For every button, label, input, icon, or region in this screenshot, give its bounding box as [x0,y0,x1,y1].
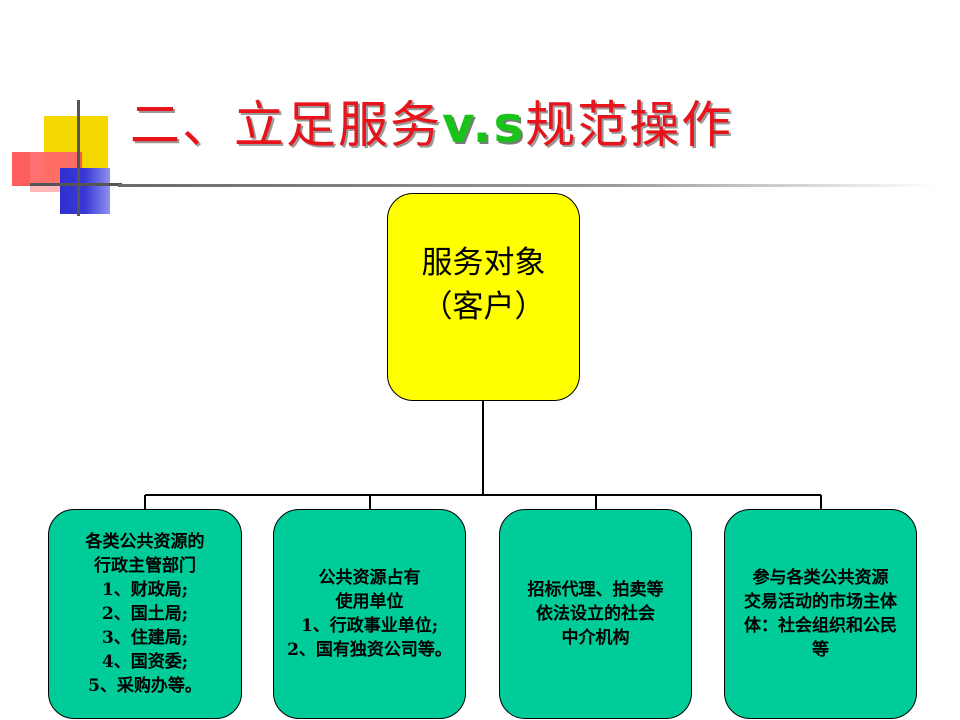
child-node-1: 各类公共资源的 行政主管部门 1、财政局; 2、国土局; 3、住建局; 4、国资… [48,509,242,719]
child-2-line-1: 公共资源占有 [318,568,421,588]
title-part2: 规范操作 [525,96,734,154]
child-3-line-3: 中介机构 [561,628,630,648]
child-node-3: 招标代理、拍卖等 依法设立的社会 中介机构 [499,509,692,719]
child-1-line-5: 3、住建局; [101,628,189,648]
title-underline [118,184,938,187]
child-4-line-2: 交易活动的市场主体 [744,592,897,612]
child-4-line-4: 等 [812,640,829,660]
child-1-line-3: 1、财政局; [101,580,189,600]
child-node-2: 公共资源占有 使用单位 1、行政事业单位; 2、国有独资公司等。 [273,509,466,719]
child-2-line-4: 2、国有独资公司等。 [287,640,452,660]
child-4-line-3: 体：社会组织和公民 [744,616,897,636]
decor-horizontal-line [30,183,122,186]
child-3-line-1: 招标代理、拍卖等 [527,580,664,600]
decor-vertical-line [77,100,80,216]
child-node-4: 参与各类公共资源 交易活动的市场主体 体：社会组织和公民 等 [724,509,917,719]
child-2-line-2: 使用单位 [335,592,404,612]
child-3-line-2: 依法设立的社会 [536,604,655,624]
root-node-line-1: 服务对象 [421,245,546,281]
root-node-service-object: 服务对象 （客户） [387,193,580,401]
child-1-line-1: 各类公共资源的 [85,532,205,552]
child-1-line-7: 5、采购办等。 [88,676,202,696]
title-vs: v.s [442,96,526,154]
child-1-line-2: 行政主管部门 [94,556,196,576]
child-2-line-3: 1、行政事业单位; [300,616,439,636]
title-part1: 二、立足服务 [130,96,442,154]
child-1-line-4: 2、国土局; [101,604,189,624]
root-node-line-2: （客户） [421,289,546,325]
child-4-line-1: 参与各类公共资源 [752,568,889,588]
child-1-line-6: 4、国资委; [101,652,189,672]
decor-blue-square [60,168,110,214]
page-title: 二、立足服务v.s规范操作 [130,92,733,162]
